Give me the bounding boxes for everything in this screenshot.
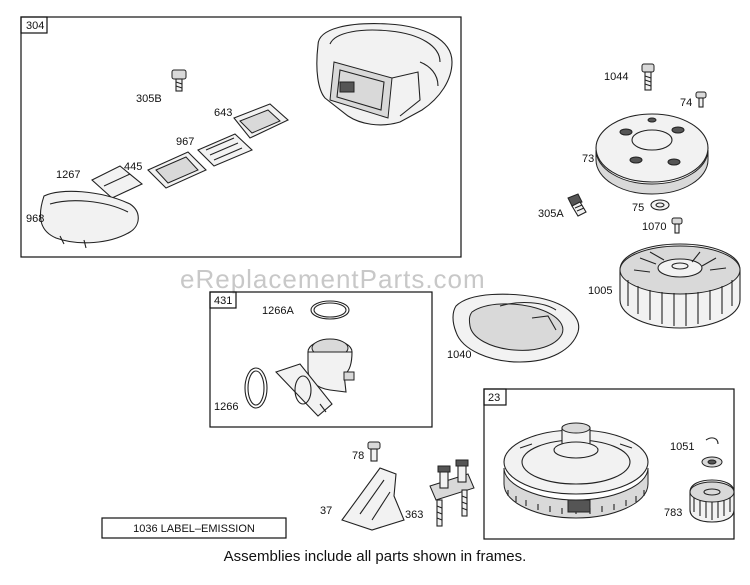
- plate-967[interactable]: [197, 133, 253, 167]
- oring-1266[interactable]: [244, 367, 268, 409]
- frame-431: 431: [209, 291, 433, 428]
- bolt-1044[interactable]: [641, 63, 655, 91]
- label-73: 73: [582, 153, 594, 165]
- label-1044: 1044: [604, 71, 628, 83]
- screw-78[interactable]: [367, 441, 381, 462]
- label-1070: 1070: [642, 221, 666, 233]
- label-75: 75: [632, 202, 644, 214]
- intake-elbow[interactable]: [275, 338, 355, 417]
- rotating-screen-73[interactable]: [595, 113, 709, 195]
- baffle-37[interactable]: [341, 467, 405, 531]
- screw-1070[interactable]: [671, 217, 683, 234]
- label-305b: 305B: [136, 93, 162, 105]
- washer-75[interactable]: [650, 199, 670, 211]
- fan-1005[interactable]: [619, 243, 741, 329]
- blower-housing[interactable]: [316, 23, 453, 126]
- label-305a: 305A: [538, 208, 564, 220]
- frame-304: 304: [20, 16, 462, 258]
- footer-note: Assemblies include all parts shown in fr…: [223, 548, 527, 565]
- watermark: eReplacementParts.com: [180, 264, 486, 294]
- flywheel[interactable]: [503, 422, 649, 519]
- label-1266: 1266: [214, 401, 238, 413]
- bracket-363[interactable]: [429, 459, 475, 527]
- clip-1051[interactable]: [705, 437, 719, 445]
- label-1267: 1267: [56, 169, 80, 181]
- cover-968[interactable]: [39, 190, 139, 249]
- label-363: 363: [405, 509, 423, 521]
- washer-1051[interactable]: [701, 456, 723, 468]
- frame-23-tag: 23: [488, 392, 500, 404]
- frame-431-tag: 431: [214, 295, 232, 307]
- air-guide-1040[interactable]: [452, 293, 580, 363]
- frame-23: 23: [483, 388, 735, 540]
- oring-1266a[interactable]: [310, 300, 350, 320]
- screen-445[interactable]: [147, 151, 207, 189]
- screw-74[interactable]: [695, 91, 707, 108]
- label-643: 643: [214, 107, 232, 119]
- label-78: 78: [352, 450, 364, 462]
- label-1051: 1051: [670, 441, 694, 453]
- label-74: 74: [680, 97, 692, 109]
- starter-cup-783[interactable]: [689, 479, 735, 523]
- label-783: 783: [664, 507, 682, 519]
- clip-1267[interactable]: [91, 165, 144, 199]
- label-968: 968: [26, 213, 44, 225]
- frame-304-tag: 304: [26, 20, 44, 32]
- bracket-643[interactable]: [233, 103, 289, 139]
- screw-305a[interactable]: [567, 193, 587, 217]
- emission-label-text: 1036 LABEL–EMISSION: [133, 523, 255, 535]
- screw-305b[interactable]: [171, 69, 187, 92]
- label-1266a: 1266A: [262, 305, 294, 317]
- label-1005: 1005: [588, 285, 612, 297]
- label-1040: 1040: [447, 349, 471, 361]
- label-967: 967: [176, 136, 194, 148]
- emission-label-box: 1036 LABEL–EMISSION: [101, 517, 287, 539]
- label-37: 37: [320, 505, 332, 517]
- label-445: 445: [124, 161, 142, 173]
